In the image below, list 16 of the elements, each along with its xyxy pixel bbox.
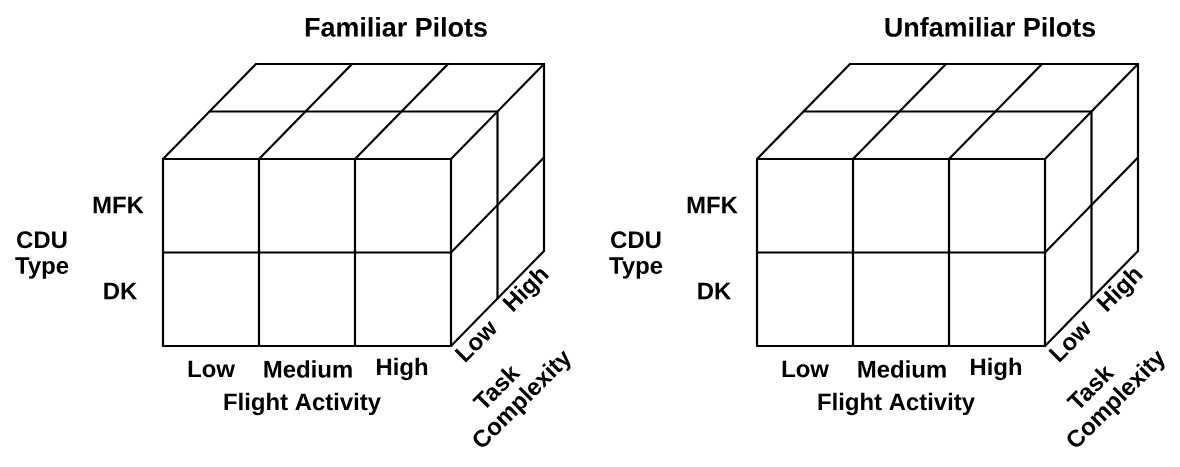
chart-title: Familiar Pilots [305,17,487,37]
axis-title: CDU Type [609,231,663,279]
column-label: Medium [858,360,946,378]
column-label: Medium [264,360,352,378]
row-label: MFK [93,196,144,214]
column-label: High [971,357,1022,381]
column-label: Low [188,360,235,378]
axis-title: Flight Activity [224,392,381,416]
axis-title: CDU Type [15,231,69,279]
row-label: DK [698,282,732,300]
row-label: MFK [687,196,738,214]
chart-title: Unfamiliar Pilots [885,17,1095,37]
column-label: High [377,357,428,381]
column-label: Low [782,360,829,378]
row-label: DK [104,282,138,300]
axis-title: Flight Activity [818,392,975,416]
